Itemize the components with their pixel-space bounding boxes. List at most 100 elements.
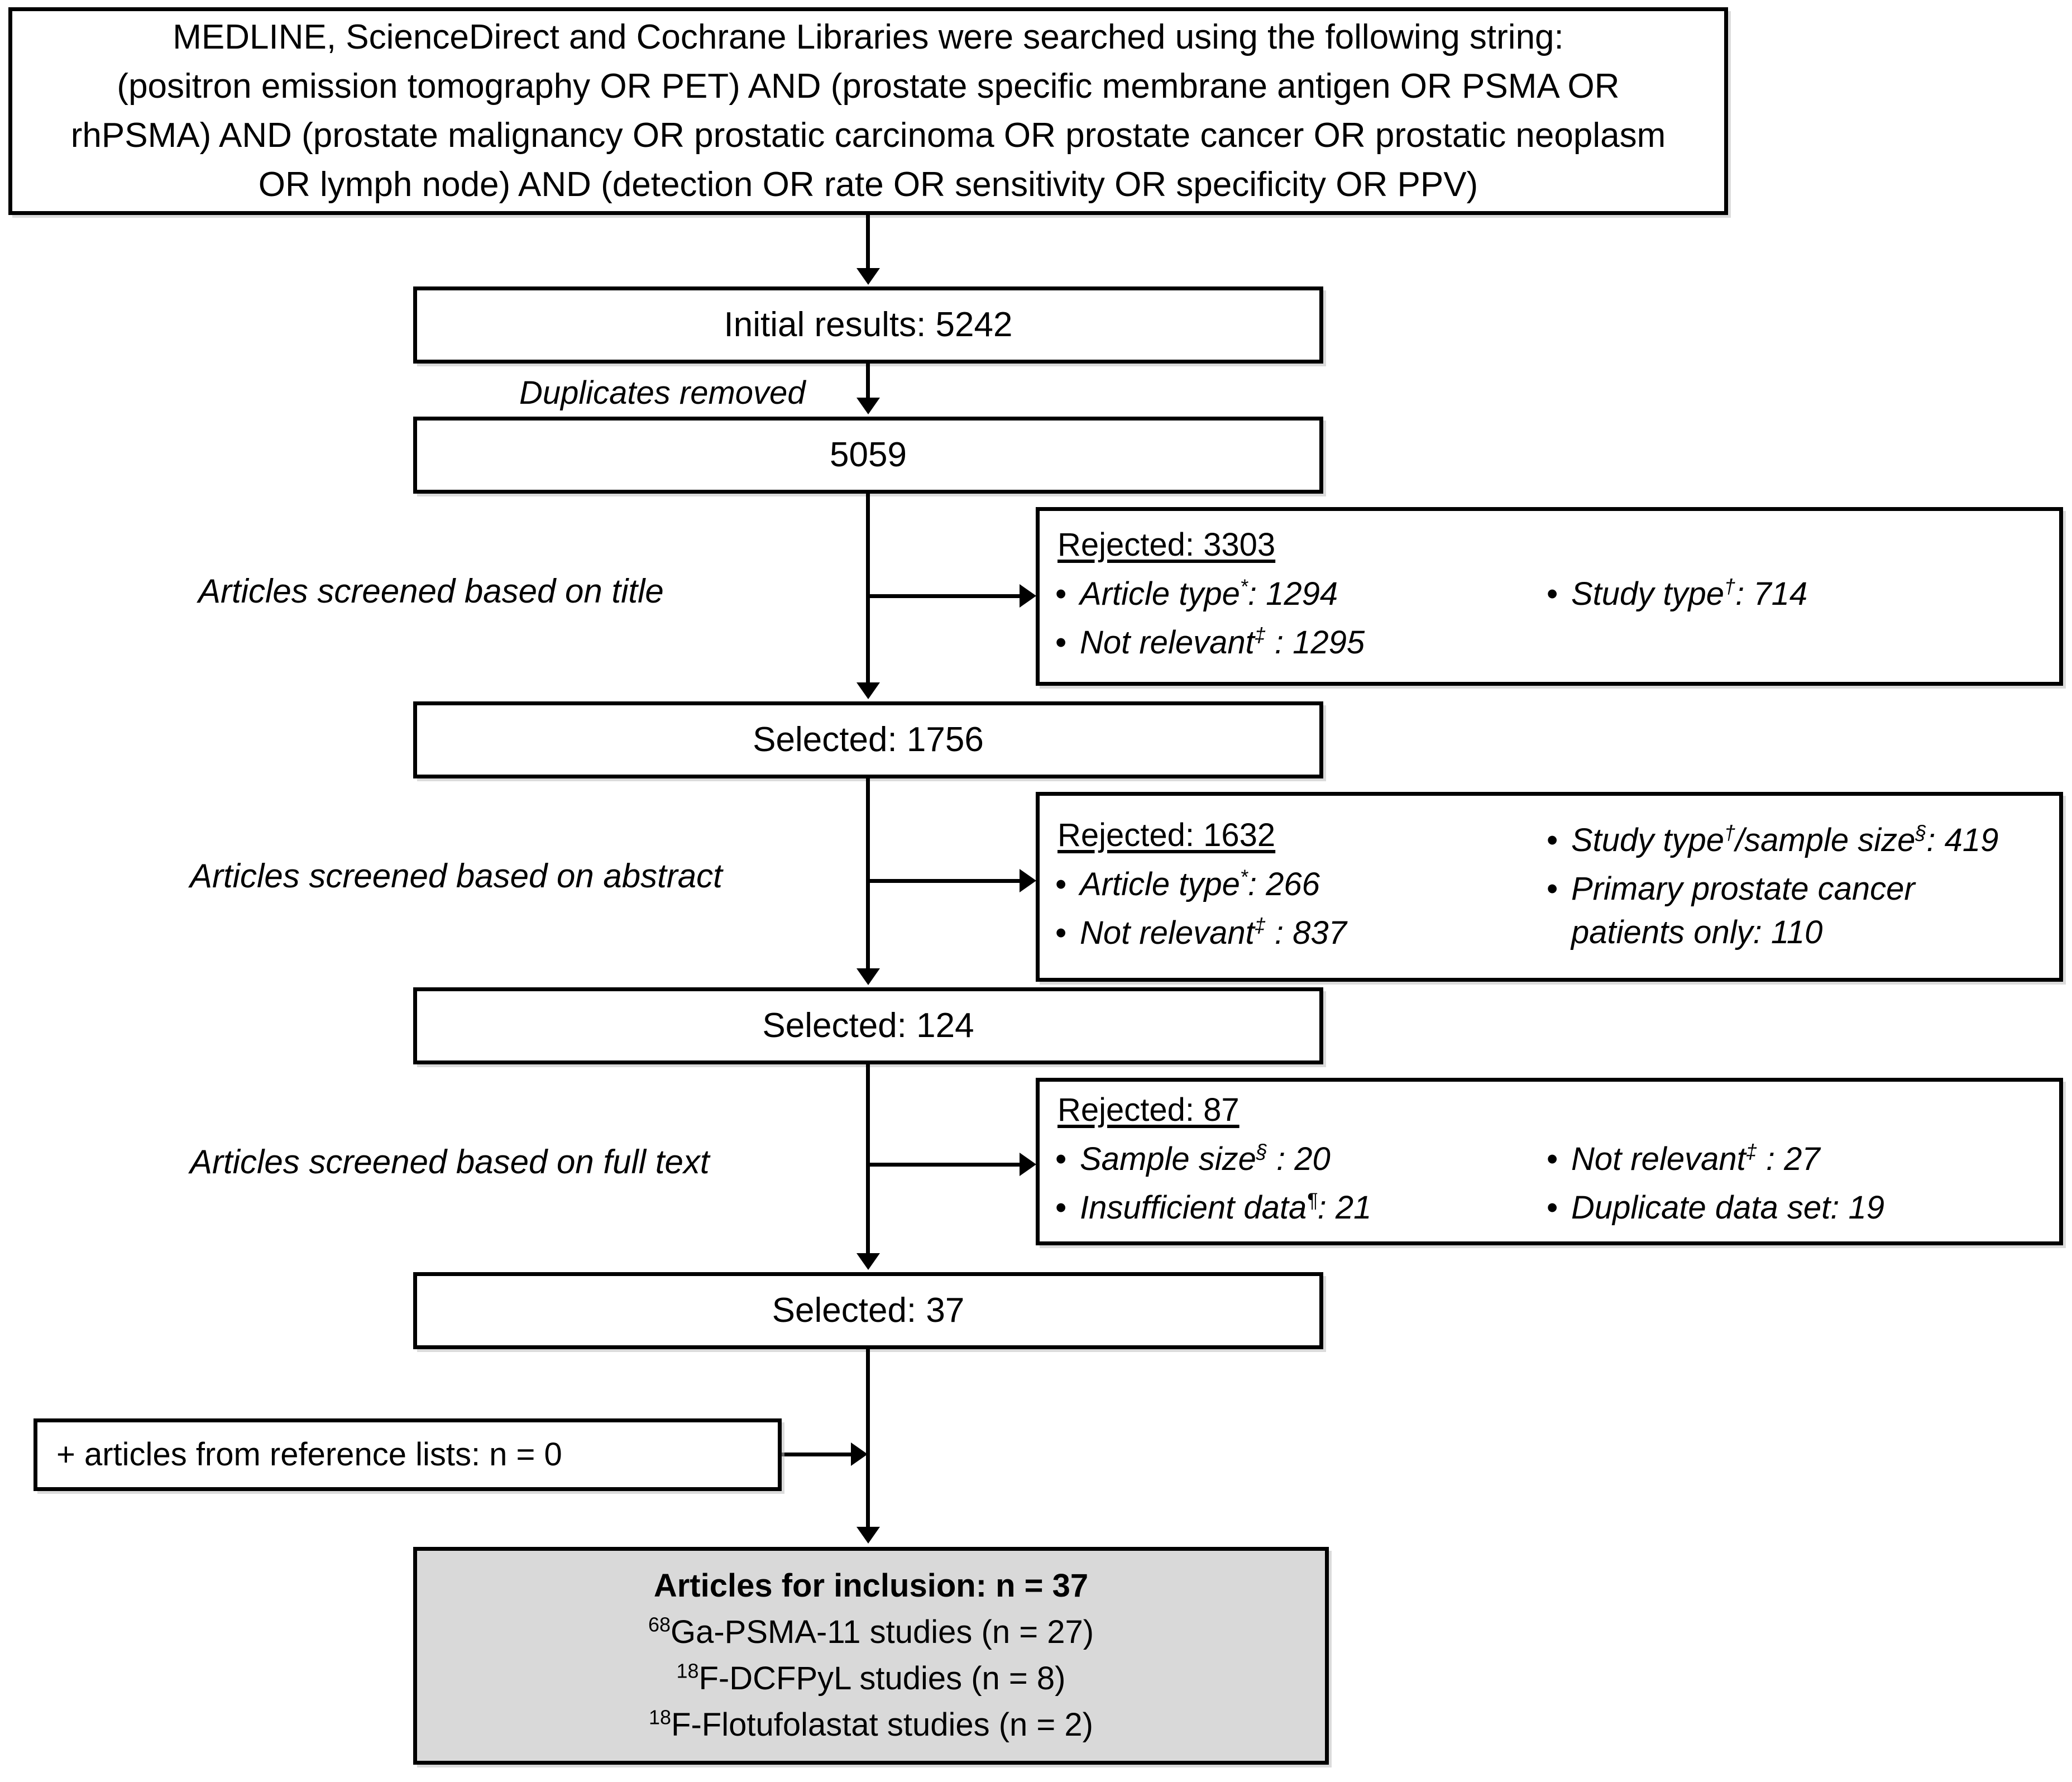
reject-reason-text: Study type†/sample size§: 419 bbox=[1571, 821, 1999, 859]
arrow-selected1756-to-selected124-icon bbox=[856, 968, 880, 985]
initial-results-label: Initial results: 5242 bbox=[724, 305, 1013, 344]
connector-dedup-to-selected1756 bbox=[866, 494, 870, 684]
rejected-title-stage-heading: Rejected: 3303 bbox=[1057, 527, 1276, 563]
rejected-title-stage-columns: • Article type*: 1294 • Not relevant‡ : … bbox=[1055, 570, 2059, 667]
rejected-fulltext-stage-heading: Rejected: 87 bbox=[1057, 1092, 1240, 1129]
connector-initial-to-dedup bbox=[866, 364, 870, 398]
reject-reason-item: • Insufficient data¶: 21 bbox=[1055, 1186, 1547, 1230]
stage-label-fulltext: Articles screened based on full text bbox=[190, 1143, 710, 1181]
selected-after-fulltext-box: Selected: 37 bbox=[413, 1272, 1323, 1349]
reject-reason-item: • Sample size§ : 20 bbox=[1055, 1138, 1547, 1181]
connector-selected37-to-inclusion bbox=[866, 1349, 870, 1528]
rejected-abstract-stage-left-col: Rejected: 1632 • Article type*: 266 • No… bbox=[1055, 816, 1547, 957]
reject-reason-text: Primary prostate cancer patients only: 1… bbox=[1571, 870, 1915, 950]
arrow-dedup-to-selected1756-icon bbox=[856, 682, 880, 699]
reject-reason-item: • Not relevant‡ : 1295 bbox=[1055, 621, 1547, 665]
arrow-title-to-reject1-icon bbox=[1020, 584, 1036, 608]
rejected-fulltext-stage-right-col: • Not relevant‡ : 27 • Duplicate data se… bbox=[1547, 1135, 2059, 1232]
connector-search-to-initial bbox=[866, 215, 870, 270]
bullet-icon: • bbox=[1055, 914, 1067, 951]
rejected-abstract-stage-columns: Rejected: 1632 • Article type*: 266 • No… bbox=[1055, 816, 2059, 957]
reference-lists-label: + articles from reference lists: n = 0 bbox=[56, 1436, 562, 1473]
bullet-icon: • bbox=[1055, 1189, 1067, 1226]
reject-reason-text: Insufficient data¶: 21 bbox=[1080, 1188, 1372, 1226]
arrow-selected124-to-selected37-icon bbox=[856, 1253, 880, 1270]
rejected-abstract-stage-heading: Rejected: 1632 bbox=[1057, 817, 1276, 854]
reject-reason-text: Study type†: 714 bbox=[1571, 575, 1808, 613]
arrow-abstract-to-reject2-icon bbox=[1020, 869, 1036, 892]
arrow-reflist-to-main-icon bbox=[851, 1442, 868, 1466]
bullet-icon: • bbox=[1547, 1141, 1558, 1178]
bullet-icon: • bbox=[1547, 822, 1558, 859]
inclusion-line-text: Ga-PSMA-11 studies (n = 27) bbox=[670, 1614, 1094, 1651]
connector-selected1756-to-selected124 bbox=[866, 778, 870, 969]
bullet-icon: • bbox=[1547, 1189, 1558, 1226]
rejected-abstract-stage-right-col: • Study type†/sample size§: 419 • Primar… bbox=[1547, 816, 2059, 957]
search-string-box: MEDLINE, ScienceDirect and Cochrane Libr… bbox=[8, 7, 1728, 215]
reject-reason-text: Article type*: 266 bbox=[1080, 865, 1320, 903]
stage-label-title: Articles screened based on title bbox=[198, 572, 664, 610]
selected-after-fulltext-label: Selected: 37 bbox=[772, 1291, 965, 1330]
rejected-title-stage-box: Rejected: 3303 • Article type*: 1294 • N… bbox=[1036, 507, 2063, 686]
bullet-icon: • bbox=[1547, 870, 1558, 907]
rejected-title-stage-left-col: • Article type*: 1294 • Not relevant‡ : … bbox=[1055, 570, 1547, 667]
arrow-initial-to-dedup-icon bbox=[856, 398, 880, 414]
arrow-search-to-initial-icon bbox=[856, 268, 880, 285]
bullet-icon: • bbox=[1055, 866, 1067, 903]
search-string-line-2: (positron emission tomography OR PET) AN… bbox=[117, 66, 1620, 106]
search-string-line-3: rhPSMA) AND (prostate malignancy OR pros… bbox=[70, 116, 1666, 155]
connector-reflist-to-main bbox=[782, 1453, 854, 1456]
bullet-icon: • bbox=[1547, 576, 1558, 613]
search-string-line-4: OR lymph node) AND (detection OR rate OR… bbox=[258, 165, 1478, 204]
inclusion-line-text: F-DCFPyL studies (n = 8) bbox=[698, 1660, 1066, 1697]
reject-reason-item: • Not relevant‡ : 27 bbox=[1547, 1138, 2059, 1181]
bullet-icon: • bbox=[1055, 576, 1067, 613]
reject-reason-text: Sample size§ : 20 bbox=[1080, 1140, 1331, 1178]
connector-abstract-to-reject2 bbox=[866, 879, 1022, 883]
arrow-fulltext-to-reject3-icon bbox=[1020, 1153, 1036, 1176]
selected-after-title-label: Selected: 1756 bbox=[753, 720, 984, 759]
isotope-superscript: 18 bbox=[649, 1705, 672, 1729]
initial-results-box: Initial results: 5242 bbox=[413, 286, 1323, 364]
bullet-icon: • bbox=[1055, 1141, 1067, 1178]
reject-reason-item: • Article type*: 266 bbox=[1055, 863, 1547, 906]
after-duplicates-count: 5059 bbox=[830, 435, 907, 474]
duplicates-removed-label: Duplicates removed bbox=[519, 375, 806, 411]
isotope-superscript: 18 bbox=[676, 1659, 699, 1683]
rejected-fulltext-stage-box: Rejected: 87 • Sample size§ : 20 • Insuf… bbox=[1036, 1078, 2063, 1245]
reject-reason-item: • Duplicate data set: 19 bbox=[1547, 1186, 2059, 1230]
reject-reason-item: • Study type†/sample size§: 419 bbox=[1547, 819, 2059, 862]
inclusion-line-f-flotufolastat: 18F-Flotufolastat studies (n = 2) bbox=[649, 1702, 1093, 1748]
selected-after-abstract-label: Selected: 124 bbox=[762, 1006, 974, 1045]
connector-fulltext-to-reject3 bbox=[866, 1163, 1022, 1167]
rejected-abstract-stage-box: Rejected: 1632 • Article type*: 266 • No… bbox=[1036, 792, 2063, 982]
rejected-fulltext-stage-left-col: • Sample size§ : 20 • Insufficient data¶… bbox=[1055, 1135, 1547, 1232]
reject-reason-item: • Not relevant‡ : 837 bbox=[1055, 911, 1547, 955]
reject-reason-text: Not relevant‡ : 837 bbox=[1080, 914, 1347, 951]
rejected-fulltext-stage-columns: • Sample size§ : 20 • Insufficient data¶… bbox=[1055, 1135, 2059, 1232]
isotope-superscript: 68 bbox=[648, 1613, 671, 1636]
bullet-icon: • bbox=[1055, 624, 1067, 661]
search-string-line-1: MEDLINE, ScienceDirect and Cochrane Libr… bbox=[173, 17, 1564, 56]
reject-reason-text: Article type*: 1294 bbox=[1080, 575, 1338, 613]
arrow-selected37-to-inclusion-icon bbox=[856, 1527, 880, 1544]
inclusion-line-f-dcfpyl: 18F-DCFPyL studies (n = 8) bbox=[677, 1656, 1066, 1702]
reject-reason-item: • Article type*: 1294 bbox=[1055, 572, 1547, 616]
reject-reason-item: • Primary prostate cancer patients only:… bbox=[1547, 867, 1971, 955]
connector-selected124-to-selected37 bbox=[866, 1064, 870, 1254]
reject-reason-text: Not relevant‡ : 1295 bbox=[1080, 623, 1365, 661]
selected-after-title-box: Selected: 1756 bbox=[413, 701, 1323, 778]
reference-lists-box: + articles from reference lists: n = 0 bbox=[34, 1418, 782, 1491]
connector-title-to-reject1 bbox=[866, 594, 1022, 598]
reject-reason-item: • Study type†: 714 bbox=[1547, 572, 2059, 616]
inclusion-title: Articles for inclusion: n = 37 bbox=[653, 1568, 1089, 1604]
rejected-title-stage-right-col: • Study type†: 714 bbox=[1547, 570, 2059, 618]
reject-reason-text: Duplicate data set: 19 bbox=[1571, 1189, 1885, 1226]
inclusion-line-ga-psma-11: 68Ga-PSMA-11 studies (n = 27) bbox=[648, 1609, 1094, 1656]
reject-reason-text: Not relevant‡ : 27 bbox=[1571, 1140, 1820, 1178]
stage-label-abstract: Articles screened based on abstract bbox=[190, 857, 722, 895]
articles-for-inclusion-box: Articles for inclusion: n = 37 68Ga-PSMA… bbox=[413, 1547, 1329, 1765]
selected-after-abstract-box: Selected: 124 bbox=[413, 987, 1323, 1064]
after-duplicates-box: 5059 bbox=[413, 417, 1323, 494]
inclusion-line-text: F-Flotufolastat studies (n = 2) bbox=[671, 1706, 1093, 1743]
